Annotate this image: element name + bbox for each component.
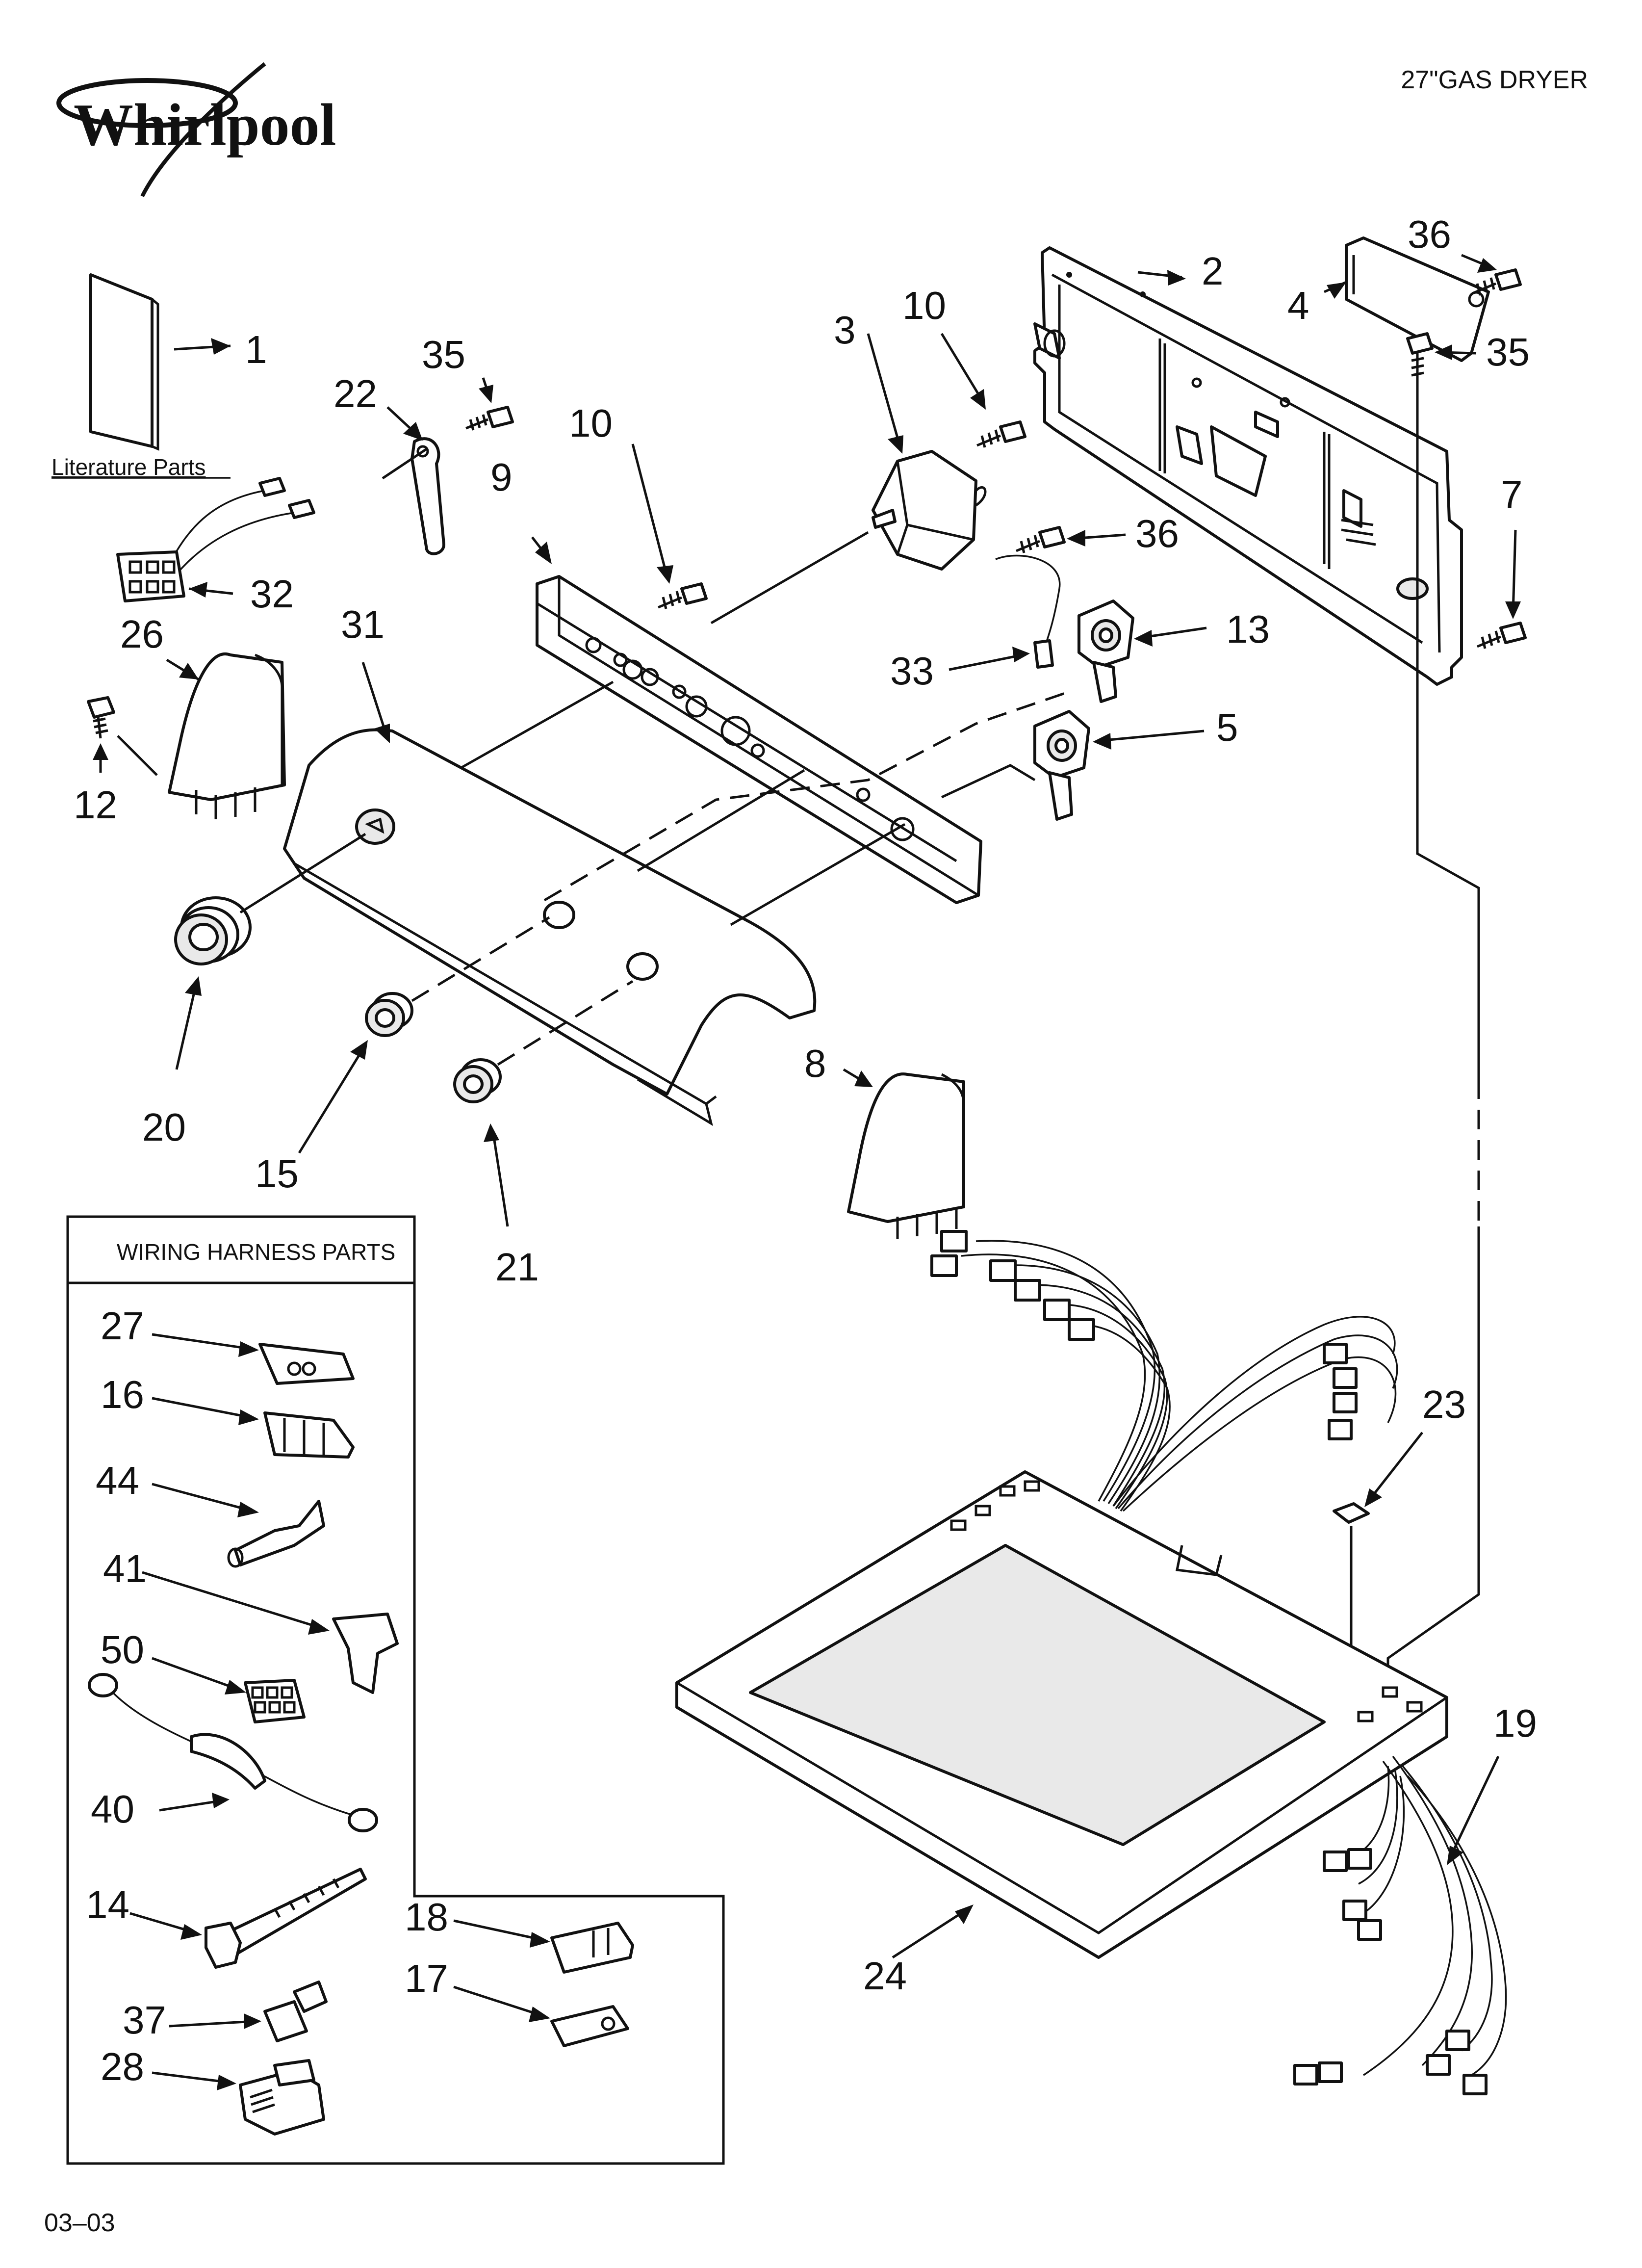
callout-3: 3 <box>834 308 856 352</box>
part-13-switch <box>1078 600 1207 703</box>
callout-10-right: 10 <box>902 284 946 327</box>
part-26-end-cap-left <box>166 652 286 819</box>
callout-35-right: 35 <box>1486 330 1530 374</box>
callout-9: 9 <box>490 455 513 499</box>
part-33-wire-harness <box>949 554 1061 671</box>
part-10-screw-right <box>940 333 1026 448</box>
callout-7: 7 <box>1501 472 1523 516</box>
part-24-main-top <box>675 1470 1448 1959</box>
callout-2: 2 <box>1202 249 1224 293</box>
callout-18: 18 <box>405 1895 448 1939</box>
literature-parts-label: Literature Parts <box>51 454 205 480</box>
part-9-console-bracket <box>531 536 982 904</box>
callout-27: 27 <box>101 1304 144 1348</box>
callout-31: 31 <box>341 602 385 646</box>
callout-50: 50 <box>101 1628 144 1671</box>
part-35-screw-right <box>1406 332 1477 388</box>
callout-8: 8 <box>804 1042 826 1085</box>
part-1-literature <box>89 273 231 451</box>
callout-26: 26 <box>120 612 164 656</box>
part-18-connector <box>453 1919 634 1974</box>
part-16-connector <box>152 1397 355 1459</box>
model-title: 27"GAS DRYER <box>1401 66 1588 94</box>
part-14-cable-tie <box>129 1868 367 1969</box>
part-2-rear-panel <box>1033 246 1463 686</box>
callout-40: 40 <box>91 1787 134 1831</box>
callout-24: 24 <box>863 1954 907 1998</box>
part-3-timer <box>867 333 987 571</box>
part-21-knob <box>453 980 634 1227</box>
callout-4: 4 <box>1287 284 1309 327</box>
callout-17: 17 <box>405 1956 448 2000</box>
part-31-console-panel <box>283 662 817 1126</box>
callout-15: 15 <box>255 1152 299 1196</box>
part-41-clip <box>142 1571 399 1694</box>
callout-21: 21 <box>495 1245 539 1289</box>
brand-name: Whirlpool <box>74 92 336 158</box>
callout-28: 28 <box>101 2045 144 2088</box>
callout-1: 1 <box>245 328 267 371</box>
part-15-knob <box>298 916 550 1154</box>
part-22-clip <box>382 406 445 555</box>
part-wire-harness-upper <box>930 1230 1398 1512</box>
part-28-connector <box>152 2059 325 2136</box>
callout-20: 20 <box>142 1105 186 1149</box>
part-10-screw-left <box>631 443 708 609</box>
callout-22: 22 <box>334 372 377 416</box>
callout-12: 12 <box>74 783 117 827</box>
callout-13: 13 <box>1226 607 1270 651</box>
part-36-screw-upper <box>1461 254 1522 296</box>
wiring-harness-title: WIRING HARNESS PARTS <box>117 1239 395 1265</box>
callout-36-lower: 36 <box>1135 512 1179 555</box>
whirlpool-logo: Whirlpool <box>56 62 336 197</box>
part-35-screw-left <box>465 377 514 431</box>
part-32-harness-plug <box>116 477 315 602</box>
part-40-wire <box>88 1673 378 1832</box>
callout-19: 19 <box>1493 1701 1537 1745</box>
part-5-switch <box>1033 710 1205 821</box>
callout-44: 44 <box>96 1459 139 1502</box>
wiring-harness-box <box>66 1215 725 2165</box>
callout-33: 33 <box>890 649 934 693</box>
callout-37: 37 <box>123 1998 166 2042</box>
part-50-connector <box>152 1657 306 1723</box>
part-44-terminal <box>152 1483 325 1568</box>
part-12-screw <box>87 696 158 776</box>
callout-32: 32 <box>250 572 294 616</box>
part-20-knob <box>174 833 366 1070</box>
part-8-end-cap-right <box>843 1068 965 1239</box>
callout-36-upper: 36 <box>1408 212 1451 256</box>
part-19-harness-lower <box>1293 1755 1507 2095</box>
part-27-connector <box>152 1333 355 1385</box>
part-7-screw <box>1477 529 1527 649</box>
part-36-screw-lower <box>1016 526 1126 553</box>
callout-23: 23 <box>1422 1382 1466 1426</box>
callout-41: 41 <box>103 1547 147 1590</box>
callout-10-left: 10 <box>569 401 613 445</box>
part-37-connector <box>169 1981 328 2042</box>
callout-5: 5 <box>1216 705 1238 749</box>
callout-14: 14 <box>86 1883 129 1927</box>
callout-35-left: 35 <box>422 333 465 376</box>
callout-16: 16 <box>101 1373 144 1416</box>
footer-code: 03–03 <box>44 2209 115 2237</box>
part-17-connector <box>453 1985 629 2047</box>
